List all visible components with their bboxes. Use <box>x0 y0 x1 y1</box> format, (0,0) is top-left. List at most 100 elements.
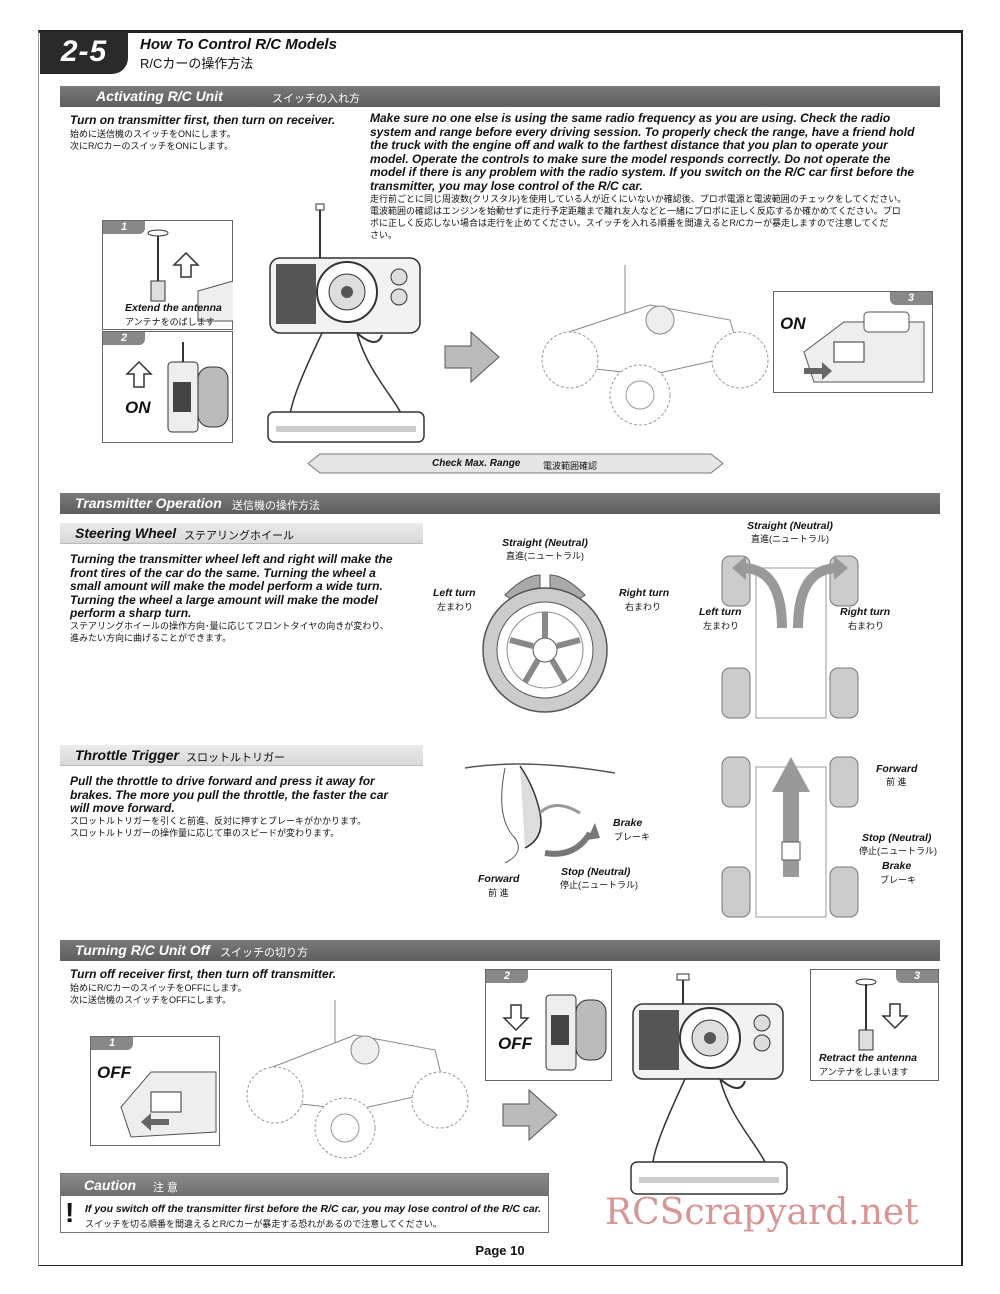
range-label-jp: 電波範囲確認 <box>543 461 598 471</box>
off-step1-receiver-off-box: 1 OFF <box>90 1036 220 1146</box>
range-label: Check Max. Range <box>432 458 521 469</box>
step2-state: ON <box>125 398 151 417</box>
chassis-forward-label: Forward <box>876 763 918 775</box>
page-number: Page 10 <box>475 1243 525 1258</box>
step-number: 3 <box>896 970 938 983</box>
transmitter-title-jp: 送信機の操作方法 <box>232 500 320 512</box>
steering-header: Steering Wheel ステアリングホイール <box>60 523 423 544</box>
off-step3-retract-antenna-box: 3 Retract the antenna アンテナをしまいます <box>810 969 939 1081</box>
steering-body-jp-1: ステアリングホイールの操作方向･量に応じてフロントタイヤの向きが変わり、 <box>70 621 389 631</box>
section-title-jp: R/Cカーの操作方法 <box>140 56 254 71</box>
chassis-steering-illustration <box>721 555 859 719</box>
caution-title-jp: 注 意 <box>153 1182 179 1194</box>
activating-instruction-jp-2: 次にR/CカーのスイッチをONにします。 <box>70 141 234 151</box>
step2-transmitter-on-box: 2 ON <box>102 331 233 443</box>
steering-title: Steering Wheel <box>75 525 177 541</box>
off-step3-label-jp: アンテナをしまいます <box>819 1067 909 1077</box>
caution-title: Caution <box>84 1177 137 1193</box>
range-banner <box>307 453 724 474</box>
transmitter-illustration <box>267 203 425 443</box>
chassis-brake-label: Brake <box>882 860 912 872</box>
steering-right-label-jp: 右まわり <box>625 602 662 612</box>
turning-off-title-jp: スイッチの切り方 <box>220 947 308 959</box>
step3-receiver-on-box: 3 ON <box>773 291 933 393</box>
chassis-right-label-jp: 右まわり <box>848 621 885 631</box>
chassis-forward-label-jp: 前 進 <box>886 777 907 787</box>
caution-header: Caution 注 意 <box>61 1174 548 1196</box>
range-warning-jp: 走行前ごとに同じ周波数(クリスタル)を使用している人が近くにいないか確認後、プロ… <box>370 194 907 240</box>
receiver-switch-off-illustration <box>120 1071 217 1138</box>
step-number: 1 <box>103 221 145 234</box>
watermark: RCScrapyard.net <box>605 1192 919 1233</box>
monster-truck-off-illustration <box>246 1000 469 1159</box>
chassis-straight-label: Straight (Neutral) <box>747 520 833 532</box>
turning-off-header: Turning R/C Unit Off スイッチの切り方 <box>60 940 940 961</box>
activating-instruction: Turn on transmitter first, then turn on … <box>70 113 336 127</box>
turning-off-title: Turning R/C Unit Off <box>75 942 210 958</box>
throttle-trigger-illustration <box>464 763 616 864</box>
chassis-brake-label-jp: ブレーキ <box>880 875 917 885</box>
activating-header: Activating R/C Unit スイッチの入れ方 <box>60 86 940 107</box>
steering-body: Turning the transmitter wheel left and r… <box>70 552 393 620</box>
chassis-straight-label-jp: 直進(ニュートラル) <box>751 534 829 544</box>
trigger-forward-label: Forward <box>478 873 520 885</box>
warning-icon: ! <box>65 1197 75 1228</box>
step-number: 1 <box>91 1037 133 1050</box>
chassis-stop-label-jp: 停止(ニュートラル) <box>859 846 937 856</box>
steering-wheel-illustration <box>482 574 608 713</box>
caution-box: Caution 注 意 ! If you switch off the tran… <box>60 1173 549 1233</box>
throttle-title-jp: スロットルトリガー <box>186 752 285 764</box>
off-step2-state: OFF <box>498 1034 532 1053</box>
steering-straight-label: Straight (Neutral) <box>502 537 588 549</box>
steering-left-label: Left turn <box>433 587 476 599</box>
switch-on-illustration <box>125 342 229 433</box>
section-title: How To Control R/C Models <box>140 36 337 53</box>
arrow-right-icon <box>444 330 500 384</box>
trigger-stop-label: Stop (Neutral) <box>561 866 631 878</box>
step-number: 2 <box>103 332 145 345</box>
activating-title-jp: スイッチの入れ方 <box>272 93 360 105</box>
step3-state: ON <box>780 314 806 333</box>
step1-label-jp: アンテナをのばします <box>125 317 215 327</box>
steering-body-jp-2: 進みたい方向に曲げることができます。 <box>70 633 232 643</box>
chassis-stop-label: Stop (Neutral) <box>862 832 932 844</box>
steering-right-label: Right turn <box>619 587 670 599</box>
steering-left-label-jp: 左まわり <box>437 602 474 612</box>
throttle-title: Throttle Trigger <box>75 747 179 763</box>
trigger-forward-label-jp: 前 進 <box>488 888 509 898</box>
chassis-left-label: Left turn <box>699 606 742 618</box>
caution-text-jp: スイッチを切る順番を間違えるとR/Cカーが暴走する恐れがあるので注意してください… <box>85 1219 442 1229</box>
page-frame <box>38 30 963 1266</box>
transmitter-title: Transmitter Operation <box>75 495 222 511</box>
throttle-body-jp-1: スロットルトリガーを引くと前進、反対に押すとブレーキがかかります。 <box>70 816 367 826</box>
turning-off-instruction-jp-2: 次に送信機のスイッチをOFFにします。 <box>70 995 232 1005</box>
chassis-right-label: Right turn <box>840 606 891 618</box>
off-step1-state: OFF <box>97 1063 131 1082</box>
step-number: 2 <box>486 970 528 983</box>
arrow-right-icon <box>502 1088 558 1142</box>
steering-straight-label-jp: 直進(ニュートラル) <box>506 551 584 561</box>
trigger-brake-label-jp: ブレーキ <box>614 832 651 842</box>
antenna-retract-illustration <box>855 978 909 1051</box>
off-step3-label: Retract the antenna <box>819 1052 918 1064</box>
throttle-header: Throttle Trigger スロットルトリガー <box>60 745 423 766</box>
off-step2-transmitter-off-box: 2 OFF <box>485 969 612 1081</box>
step-number: 3 <box>890 292 932 305</box>
chassis-left-label-jp: 左まわり <box>703 621 740 631</box>
throttle-body: Pull the throttle to drive forward and p… <box>70 774 389 815</box>
step1-label: Extend the antenna <box>125 302 222 314</box>
step1-extend-antenna-box: 1 Extend the antenna アンテナをのばします <box>102 220 234 330</box>
activating-instruction-jp-1: 始めに送信機のスイッチをONにします。 <box>70 129 236 139</box>
throttle-body-jp-2: スロットルトリガーの操作量に応じて車のスピードが変わります。 <box>70 828 340 838</box>
receiver-switch-on-illustration <box>803 311 925 383</box>
chassis-throttle-illustration <box>721 756 859 918</box>
caution-text: If you switch off the transmitter first … <box>85 1203 542 1215</box>
turning-off-instruction-jp-1: 始めにR/CカーのスイッチをOFFにします。 <box>70 983 247 993</box>
turning-off-instruction: Turn off receiver first, then turn off t… <box>70 967 337 981</box>
switch-off-illustration <box>502 994 607 1071</box>
trigger-stop-label-jp: 停止(ニュートラル) <box>560 880 638 890</box>
activating-title: Activating R/C Unit <box>96 88 223 104</box>
section-number: 2-5 <box>40 32 128 74</box>
monster-truck-illustration <box>541 265 769 426</box>
steering-title-jp: ステアリングホイール <box>184 530 294 542</box>
